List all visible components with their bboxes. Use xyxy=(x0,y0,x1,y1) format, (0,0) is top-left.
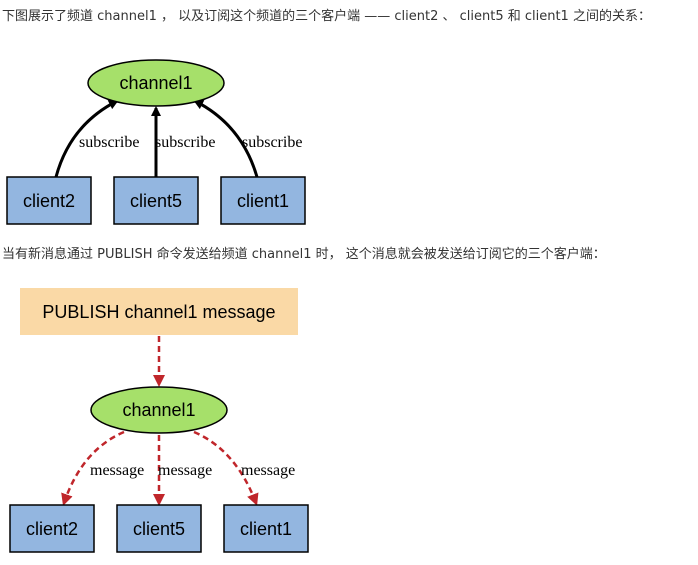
publish-diagram: PUBLISH channel1 message channel1 messag… xyxy=(9,288,309,553)
channel-node xyxy=(90,386,228,434)
message-arrow-client1 xyxy=(193,430,259,506)
subscribe-arrow-client1 xyxy=(193,99,259,178)
client-label: client1 xyxy=(237,191,289,211)
client-label: client1 xyxy=(240,519,292,539)
channel-node-label: channel1 xyxy=(119,73,192,93)
subscribe-label-3: subscribe xyxy=(242,134,302,151)
client-node-client1 xyxy=(223,504,309,553)
message-label-3: message xyxy=(241,462,295,479)
intro-paragraph: 下图展示了频道 channel1 ， 以及订阅这个频道的三个客户端 —— cli… xyxy=(2,9,651,24)
publish-paragraph: 当有新消息通过 PUBLISH 命令发送给频道 channel1 时， 这个消息… xyxy=(2,247,606,262)
client-label: client5 xyxy=(133,519,185,539)
client-node-client2 xyxy=(6,176,92,225)
client-label: client5 xyxy=(130,191,182,211)
message-arrow-client2 xyxy=(61,430,125,506)
client-node-client2 xyxy=(9,504,95,553)
client-label: client2 xyxy=(23,191,75,211)
message-label-1: message xyxy=(90,462,144,479)
subscribe-label-2: subscribe xyxy=(155,134,215,151)
publish-command-label: PUBLISH channel1 message xyxy=(42,302,275,322)
client-node-client5 xyxy=(113,176,199,225)
subscribe-diagram: channel1 subscribe subscribe subscribe c… xyxy=(6,59,306,225)
channel-node-label: channel1 xyxy=(122,400,195,420)
publish-command-box xyxy=(20,288,298,335)
client-label: client2 xyxy=(26,519,78,539)
subscribe-arrow-client2 xyxy=(54,99,119,178)
message-label-2: message xyxy=(158,462,212,479)
client-node-client1 xyxy=(220,176,306,225)
subscribe-label-1: subscribe xyxy=(79,134,139,151)
client-node-client5 xyxy=(116,504,202,553)
channel-node xyxy=(87,59,225,107)
